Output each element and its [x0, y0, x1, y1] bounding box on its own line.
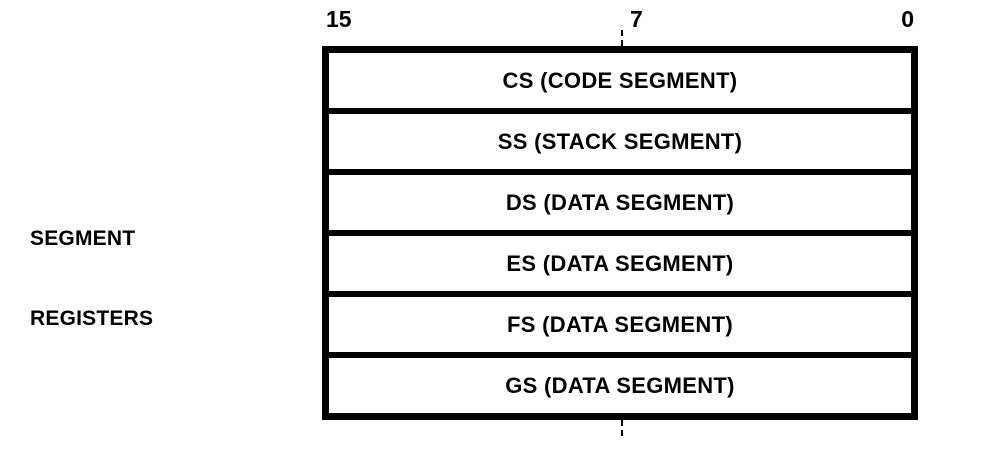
- bit-label-15: 15: [326, 6, 352, 32]
- group-label-line-2: REGISTERS: [30, 307, 154, 331]
- bit-label-7: 7: [630, 6, 643, 32]
- register-name-cs: CS (CODE SEGMENT): [502, 67, 738, 93]
- register-row: ES (DATA SEGMENT): [329, 236, 911, 291]
- register-row: CS (CODE SEGMENT): [329, 53, 911, 108]
- register-name-es: ES (DATA SEGMENT): [506, 250, 734, 276]
- register-name-fs: FS (DATA SEGMENT): [507, 311, 733, 337]
- register-name-ss: SS (STACK SEGMENT): [497, 128, 743, 154]
- register-row: DS (DATA SEGMENT): [329, 175, 911, 230]
- register-name-gs: GS (DATA SEGMENT): [505, 372, 735, 398]
- bit-7-divider-line: [621, 30, 623, 436]
- segment-registers-group-label: SEGMENT REGISTERS: [30, 172, 153, 387]
- register-row: SS (STACK SEGMENT): [329, 114, 911, 169]
- bit-label-0: 0: [901, 6, 914, 32]
- segment-register-stack: CS (CODE SEGMENT) SS (STACK SEGMENT) DS …: [322, 46, 918, 420]
- register-row: GS (DATA SEGMENT): [329, 358, 911, 413]
- register-row: FS (DATA SEGMENT): [329, 297, 911, 352]
- register-name-ds: DS (DATA SEGMENT): [505, 189, 735, 215]
- bit-position-scale: 15 7 0: [322, 8, 918, 40]
- group-label-line-1: SEGMENT: [30, 226, 136, 250]
